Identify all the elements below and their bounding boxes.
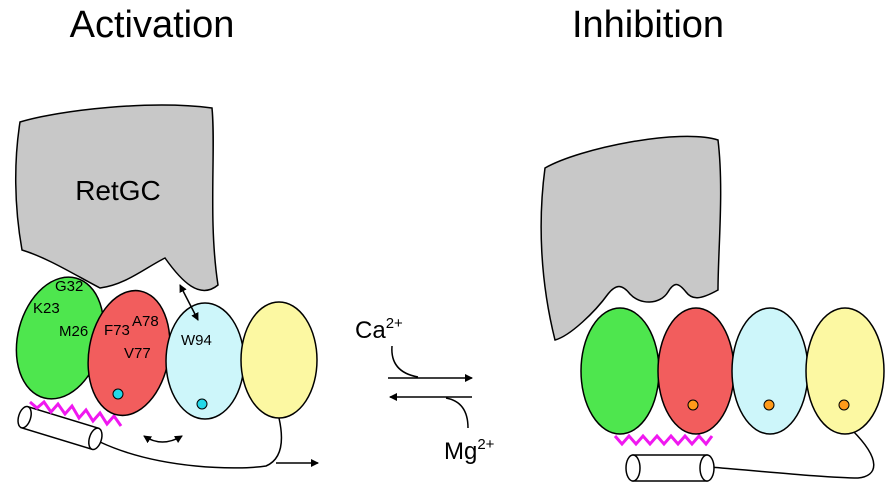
bound-ion-dot-cyan-inhibition <box>763 399 775 411</box>
equilibrium: Ca2+ Mg2+ <box>355 315 495 465</box>
activation-state: RetGC G32 K23 M26 F73 A78 V77 W94 <box>15 104 319 469</box>
linker-activation <box>99 417 283 469</box>
ef-hand-2-inhibition <box>657 307 735 435</box>
ef-hand-4-activation <box>240 301 318 419</box>
ef-hand-1-inhibition <box>580 307 660 435</box>
residue-f73: F73 <box>104 322 130 339</box>
magnesium-entry-curve <box>445 397 469 429</box>
residue-w94: W94 <box>181 332 212 349</box>
linker-inhibition <box>709 429 875 479</box>
n-terminal-helix-activation <box>17 405 103 451</box>
bound-ion-dot-red-activation <box>112 388 124 400</box>
bound-ion-dot-yellow-inhibition <box>838 399 850 411</box>
calcium-entry-curve <box>391 345 419 378</box>
calcium-charge: 2+ <box>386 315 403 332</box>
magnesium-charge: 2+ <box>477 436 494 453</box>
residue-g32: G32 <box>55 278 83 295</box>
residue-m26: M26 <box>59 323 88 340</box>
myristoyl-group-activation <box>29 399 123 427</box>
w94-retgc-interaction-arrow <box>179 284 199 321</box>
retgc-inhibition <box>540 135 722 341</box>
residue-k23: K23 <box>33 300 60 317</box>
retgc-activation <box>15 104 219 292</box>
magnesium-symbol: Mg <box>444 438 477 465</box>
ef-hand-3-inhibition <box>731 307 809 435</box>
activation-heading: Activation <box>70 4 235 46</box>
myristoyl-group-inhibition <box>613 433 714 447</box>
calcium-symbol: Ca <box>355 317 386 344</box>
bound-ion-dot-cyan-activation <box>196 398 208 410</box>
bound-ion-dot-red-inhibition <box>687 399 699 411</box>
inhibition-state <box>540 135 885 482</box>
n-terminal-helix-inhibition <box>625 454 715 482</box>
inhibition-heading: Inhibition <box>572 4 724 46</box>
retgc-label-activation: RetGC <box>75 175 161 206</box>
residue-v77: V77 <box>124 345 151 362</box>
domain-rotation-arrow <box>143 435 183 444</box>
residue-a78: A78 <box>132 313 159 330</box>
calcium-ion-label: Ca2+ <box>355 315 403 344</box>
ef-hand-4-inhibition <box>805 307 885 435</box>
magnesium-ion-label: Mg2+ <box>444 436 495 465</box>
